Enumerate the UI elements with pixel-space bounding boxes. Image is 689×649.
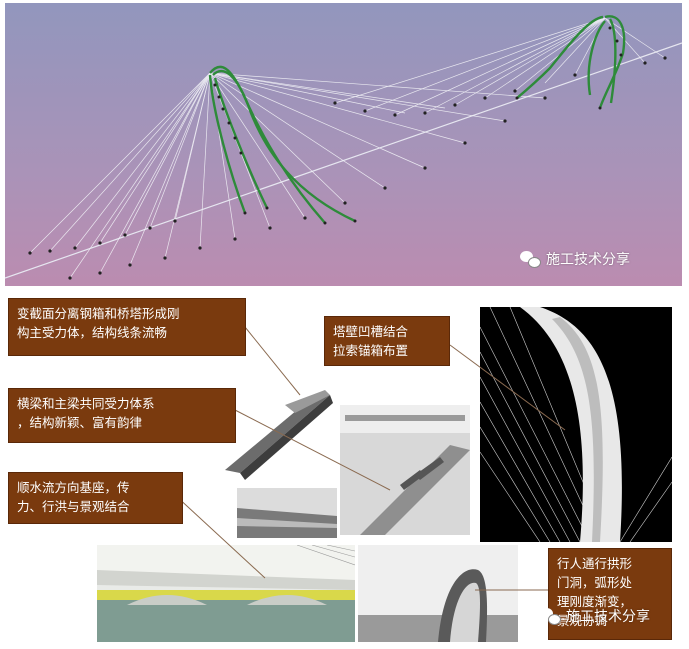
callout-line: 横梁和主梁共同受力体系 <box>17 396 155 411</box>
callout-line: 变截面分离钢箱和桥塔形成刚 <box>17 306 180 321</box>
tower-arch-render <box>480 307 672 542</box>
callout-beams: 横梁和主梁共同受力体系 ，结构新颖、富有韵律 <box>8 388 236 443</box>
top-watermark: 施工技术分享 <box>520 249 630 269</box>
cross-beam-render <box>340 405 470 535</box>
deck-anchor-points <box>28 56 667 280</box>
foundation-render <box>97 545 355 642</box>
bottom-watermark: 施工技术分享 <box>540 606 650 626</box>
top-watermark-text: 施工技术分享 <box>546 252 630 268</box>
callout-line: ，结构新颖、富有韵律 <box>17 415 143 430</box>
arch-doorway-render <box>358 545 518 642</box>
tower-arch-drawing <box>480 307 672 542</box>
cross-beam-drawing <box>340 405 470 535</box>
callout-tower-wall: 塔壁凹槽结合 拉索锚箱布置 <box>324 316 450 366</box>
callout-line: 拉索锚箱布置 <box>333 343 409 358</box>
callout-line: 力、行洪与景观结合 <box>17 499 130 514</box>
foundation-drawing <box>97 545 355 642</box>
left-tower-arch <box>208 65 356 224</box>
base-drawing <box>237 508 337 538</box>
bridge-3d-model-view: 施工技术分享 <box>5 3 682 286</box>
bottom-watermark-text: 施工技术分享 <box>566 609 650 625</box>
arch-anchor-points <box>213 26 623 225</box>
callout-foundation: 顺水流方向基座，传 力、行洪与景观结合 <box>8 472 183 524</box>
callout-pedestrian: 行人通行拱形 门洞，弧形处 理刚度渐变， 景观协调 <box>548 548 672 640</box>
callout-line: 行人通行拱形 <box>557 556 633 571</box>
wechat-icon <box>540 608 561 625</box>
callout-line: 门洞，弧形处 <box>557 575 633 590</box>
bridge-cable-model <box>5 15 682 280</box>
right-tower-arch <box>516 15 626 109</box>
left-cable-fan <box>29 72 546 279</box>
callout-line: 理刚度渐变， <box>557 594 633 609</box>
callout-line: 景观协调 <box>557 613 608 628</box>
base-render <box>237 488 337 538</box>
callout-steel-box: 变截面分离钢箱和桥塔形成刚 构主受力体，结构线条流畅 <box>8 298 246 356</box>
callout-line: 顺水流方向基座，传 <box>17 480 130 495</box>
callout-line: 塔壁凹槽结合 <box>333 324 409 339</box>
wechat-icon <box>520 251 541 268</box>
callout-line: 构主受力体，结构线条流畅 <box>17 325 168 340</box>
doorway-drawing <box>358 569 518 642</box>
